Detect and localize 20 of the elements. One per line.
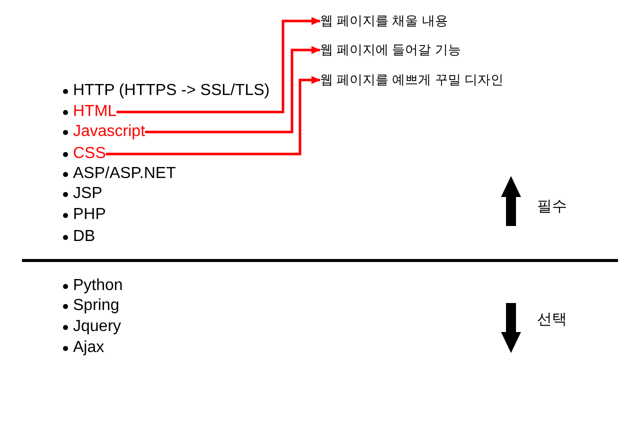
list-item-text: DB — [73, 227, 96, 247]
list-item-text: Python — [73, 276, 123, 296]
list-item-text: HTML — [73, 102, 117, 122]
side-label: 선택 — [537, 310, 567, 330]
list-item-text: PHP — [73, 205, 106, 225]
connector-arrow — [106, 76, 320, 156]
list-item-text: Jquery — [73, 317, 122, 337]
description-text: 웹 페이지에 들어갈 기능 — [320, 41, 461, 59]
connector-arrow — [145, 46, 320, 134]
list-item-text: ASP/ASP.NET — [73, 164, 176, 184]
list-item-text: Ajax — [73, 338, 104, 358]
list-item-text: JSP — [73, 184, 102, 204]
description-text: 웹 페이지를 채울 내용 — [320, 12, 448, 30]
list-item-text: Spring — [73, 296, 120, 316]
list-item-text: Javascript — [73, 122, 146, 142]
description-text: 웹 페이지를 예쁘게 꾸밀 디자인 — [320, 71, 504, 89]
connector-arrow — [116, 17, 320, 114]
list-item-text: CSS — [73, 144, 106, 164]
side-label: 필수 — [537, 197, 567, 217]
list-item-text: HTTP (HTTPS -> SSL/TLS) — [73, 81, 270, 101]
